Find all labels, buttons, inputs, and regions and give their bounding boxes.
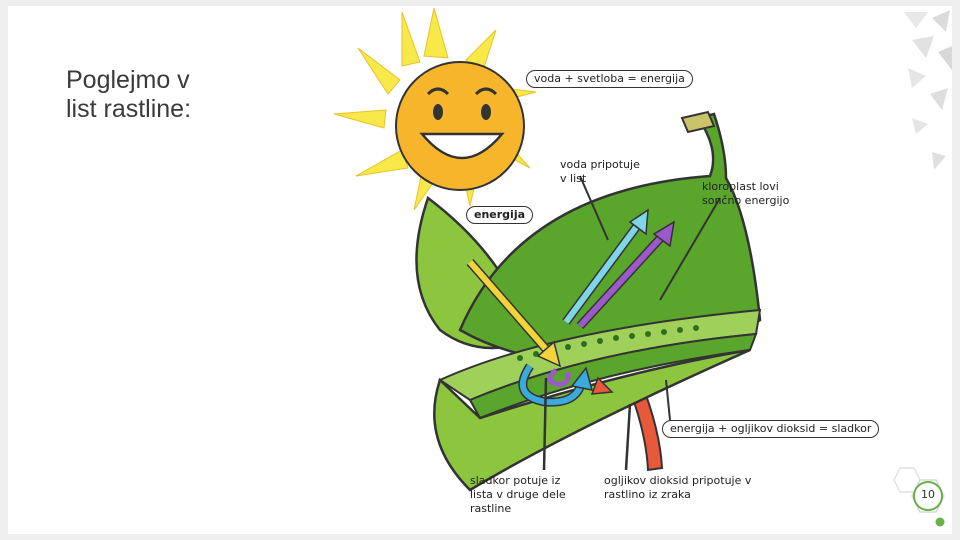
diagram-illustration xyxy=(333,7,762,492)
label-co2-travels: ogljikov dioksid pripotuje v rastlino iz… xyxy=(604,474,752,501)
slide: Poglejmo v list rastline: xyxy=(8,6,952,534)
label-energy: energija xyxy=(466,206,534,224)
decorative-corner-pattern xyxy=(904,10,952,170)
co2-arrow-head xyxy=(590,376,614,395)
label-water-light-energy: voda + svetloba = energija xyxy=(526,70,693,88)
sugar-loop-arrow xyxy=(547,368,571,387)
label-energy-co2-sugar: energija + ogljikov dioksid = sladkor xyxy=(662,420,880,438)
label-chloroplast: kloroplast lovi sončno energijo xyxy=(702,180,790,207)
page-number-badge xyxy=(893,467,945,527)
leaf-tip xyxy=(680,110,716,134)
leaf-photosynthesis-diagram: voda + svetloba = energija voda pripotuj… xyxy=(330,6,888,534)
label-sugar-travels: sladkor potuje iz lista v druge dele ras… xyxy=(470,474,566,515)
slide-title: Poglejmo v list rastline: xyxy=(66,66,192,123)
page-number: 10 xyxy=(921,488,935,501)
label-water-travels: voda pripotuje v list xyxy=(560,158,640,185)
sun-icon xyxy=(395,61,525,191)
